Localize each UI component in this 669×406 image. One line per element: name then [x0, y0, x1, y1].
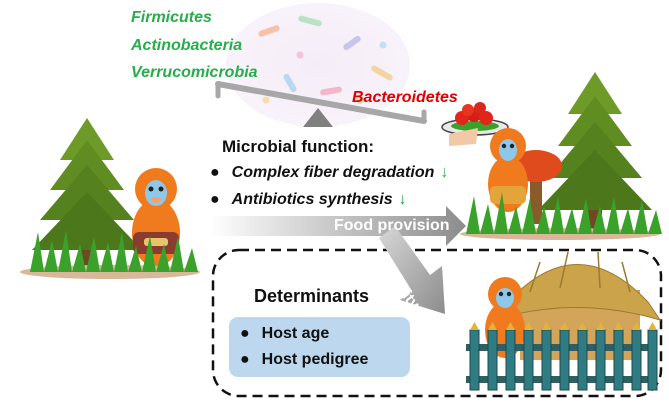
determinant-label: Host pedigree: [261, 351, 369, 368]
determinant-item: ● Host pedigree: [240, 351, 368, 369]
determinants-box: [229, 317, 410, 377]
determinant-label: Host age: [261, 325, 330, 342]
right-monkey-icon: [488, 128, 528, 212]
determinants-title: Determinants: [254, 286, 370, 306]
phylum-firmicutes: Firmicutes: [131, 9, 212, 26]
bullet-icon: ●: [240, 325, 250, 342]
captivity-arrow: [379, 226, 445, 314]
decrease-arrow-icon: ↓: [440, 164, 449, 181]
function-label: Antibiotics synthesis: [231, 191, 393, 208]
right-tree-icon: [510, 72, 652, 234]
fence-icon: [466, 322, 658, 391]
bullet-icon: ●: [210, 164, 220, 181]
left-grass-icon: [20, 230, 200, 279]
bullet-icon: ●: [210, 191, 220, 208]
phylum-actinobacteria: Actinobacteria: [131, 37, 243, 54]
function-item: ● Complex fiber degradation ↓: [210, 164, 448, 182]
function-label: Complex fiber degradation: [231, 164, 435, 181]
phylum-verrucomicrobia: Verrucomicrobia: [131, 64, 258, 81]
microbial-function-title: Microbial function:: [222, 137, 375, 156]
hand-tomatoes-icon: [441, 102, 509, 146]
food-provision-label: Food provision: [334, 217, 450, 234]
phylum-bacteroidetes: Bacteroidetes: [352, 89, 458, 106]
seesaw-icon: [215, 81, 427, 127]
function-item: ● Antibiotics synthesis ↓: [210, 191, 407, 209]
determinants-frame: [211, 248, 663, 398]
left-tree-icon: [32, 118, 142, 270]
bullet-icon: ●: [240, 351, 250, 368]
left-monkey-icon: [132, 168, 180, 267]
right-grass-icon: [460, 192, 662, 240]
decrease-arrow-icon: ↓: [398, 191, 407, 208]
determinant-item: ● Host age: [240, 325, 329, 343]
